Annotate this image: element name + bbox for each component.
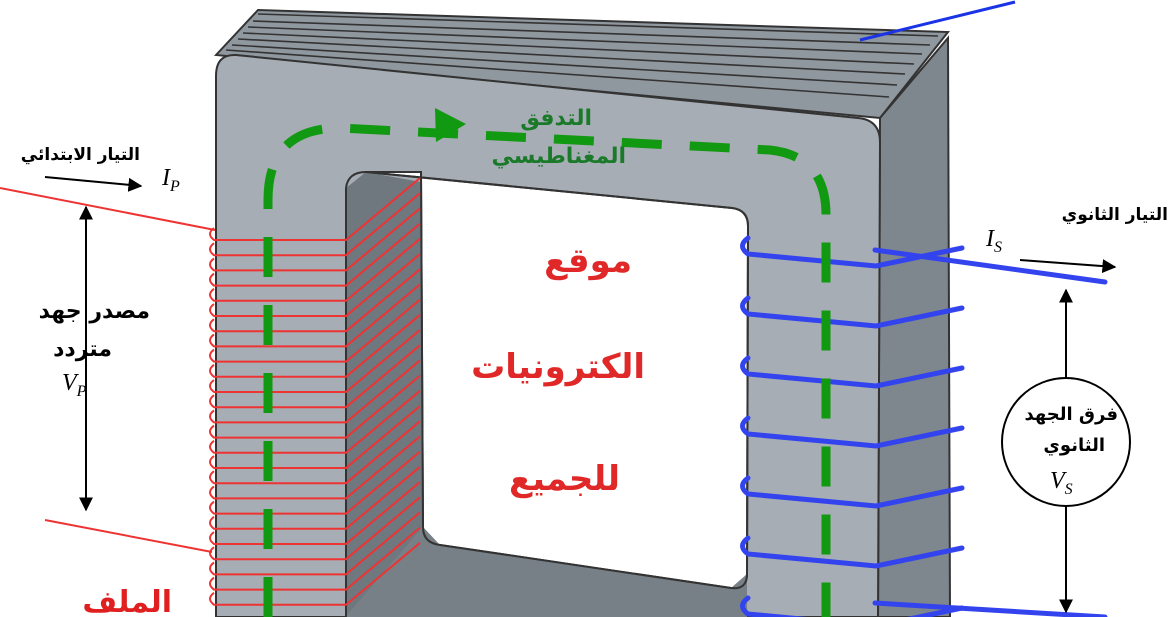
primary-winding-turn bbox=[209, 177, 421, 241]
core-laminations bbox=[225, 13, 939, 98]
primary-winding-turn bbox=[209, 298, 421, 363]
secondary-winding-turn bbox=[740, 535, 965, 569]
primary-winding-turn bbox=[209, 374, 421, 439]
primary-current-arrow bbox=[44, 176, 143, 192]
primary-winding-turn bbox=[209, 359, 421, 424]
primary-winding-turn bbox=[209, 542, 421, 606]
primary-voltage-symbol: VP bbox=[62, 370, 87, 400]
watermark-line3: للجميع bbox=[509, 459, 620, 499]
core-window-outline bbox=[365, 171, 750, 590]
primary-winding-turn bbox=[209, 268, 421, 333]
primary-winding-turn bbox=[209, 253, 421, 317]
secondary-winding-turn bbox=[740, 415, 965, 449]
secondary-voltage-symbol: VS bbox=[1050, 468, 1073, 498]
core-front-face bbox=[215, 53, 882, 617]
primary-winding-turn bbox=[209, 481, 421, 545]
primary-winding-turn bbox=[209, 450, 421, 515]
primary-lead-top bbox=[0, 187, 216, 231]
core-window-bottom-depth bbox=[346, 527, 747, 617]
primary-winding-turn bbox=[209, 192, 421, 257]
primary-winding-turn bbox=[209, 466, 421, 530]
watermark-line2: الكترونيات bbox=[471, 347, 645, 387]
flux-arrow-head bbox=[435, 108, 466, 142]
primary-winding-turn bbox=[209, 207, 421, 272]
secondary-voltmeter-circle bbox=[1001, 377, 1131, 507]
primary-winding-turn bbox=[209, 420, 421, 485]
secondary-winding-turn bbox=[740, 595, 965, 617]
secondary-coil bbox=[740, 235, 1108, 617]
primary-current-label: التيار الابتدائي bbox=[21, 145, 140, 165]
primary-winding-turn bbox=[209, 526, 421, 591]
secondary-lead-bottom bbox=[872, 600, 1108, 617]
secondary-winding-turn bbox=[740, 355, 965, 389]
secondary-voltage-label-line2: الثانوي bbox=[1043, 435, 1105, 456]
magnetic-flux-label-line2: المغناطيسي bbox=[491, 144, 626, 169]
secondary-winding-turn bbox=[740, 235, 965, 269]
primary-winding-turn bbox=[209, 314, 421, 378]
ac-source-label-line1: مصدر جهد bbox=[39, 299, 150, 324]
primary-winding-turn bbox=[209, 405, 421, 469]
primary-winding-turn bbox=[209, 329, 421, 393]
secondary-winding-turn bbox=[740, 295, 965, 329]
secondary-current-symbol: IS bbox=[985, 226, 1002, 256]
primary-winding-turn bbox=[209, 222, 421, 287]
magnetic-flux-label-line1: التدفق bbox=[520, 106, 592, 131]
ac-source-label-line2: متردد bbox=[53, 337, 112, 362]
lamination-pointer-line bbox=[859, 0, 1016, 42]
transformer-core bbox=[213, 0, 1016, 617]
primary-lead-bottom bbox=[44, 519, 213, 553]
secondary-lead-top bbox=[872, 247, 1108, 285]
primary-winding-turn bbox=[209, 435, 421, 500]
magnetic-flux-path bbox=[263, 123, 831, 617]
primary-winding-turn bbox=[209, 511, 421, 576]
primary-current-symbol: IP bbox=[161, 165, 180, 195]
primary-winding-turn bbox=[209, 283, 421, 348]
core-right-face bbox=[876, 35, 952, 617]
primary-winding-turn bbox=[209, 238, 421, 302]
primary-winding-turn bbox=[209, 344, 421, 409]
primary-winding-turn bbox=[209, 496, 421, 561]
primary-winding-turn bbox=[209, 390, 421, 454]
secondary-winding-turn bbox=[740, 475, 965, 509]
primary-coil bbox=[0, 177, 421, 606]
primary-coil-label: الملف bbox=[82, 585, 172, 617]
secondary-voltage-label-line1: فرق الجهد bbox=[1024, 404, 1118, 425]
secondary-current-arrow bbox=[1019, 259, 1117, 274]
secondary-current-label: التيار الثانوي bbox=[1062, 205, 1168, 225]
watermark-line1: موقع bbox=[544, 241, 632, 281]
